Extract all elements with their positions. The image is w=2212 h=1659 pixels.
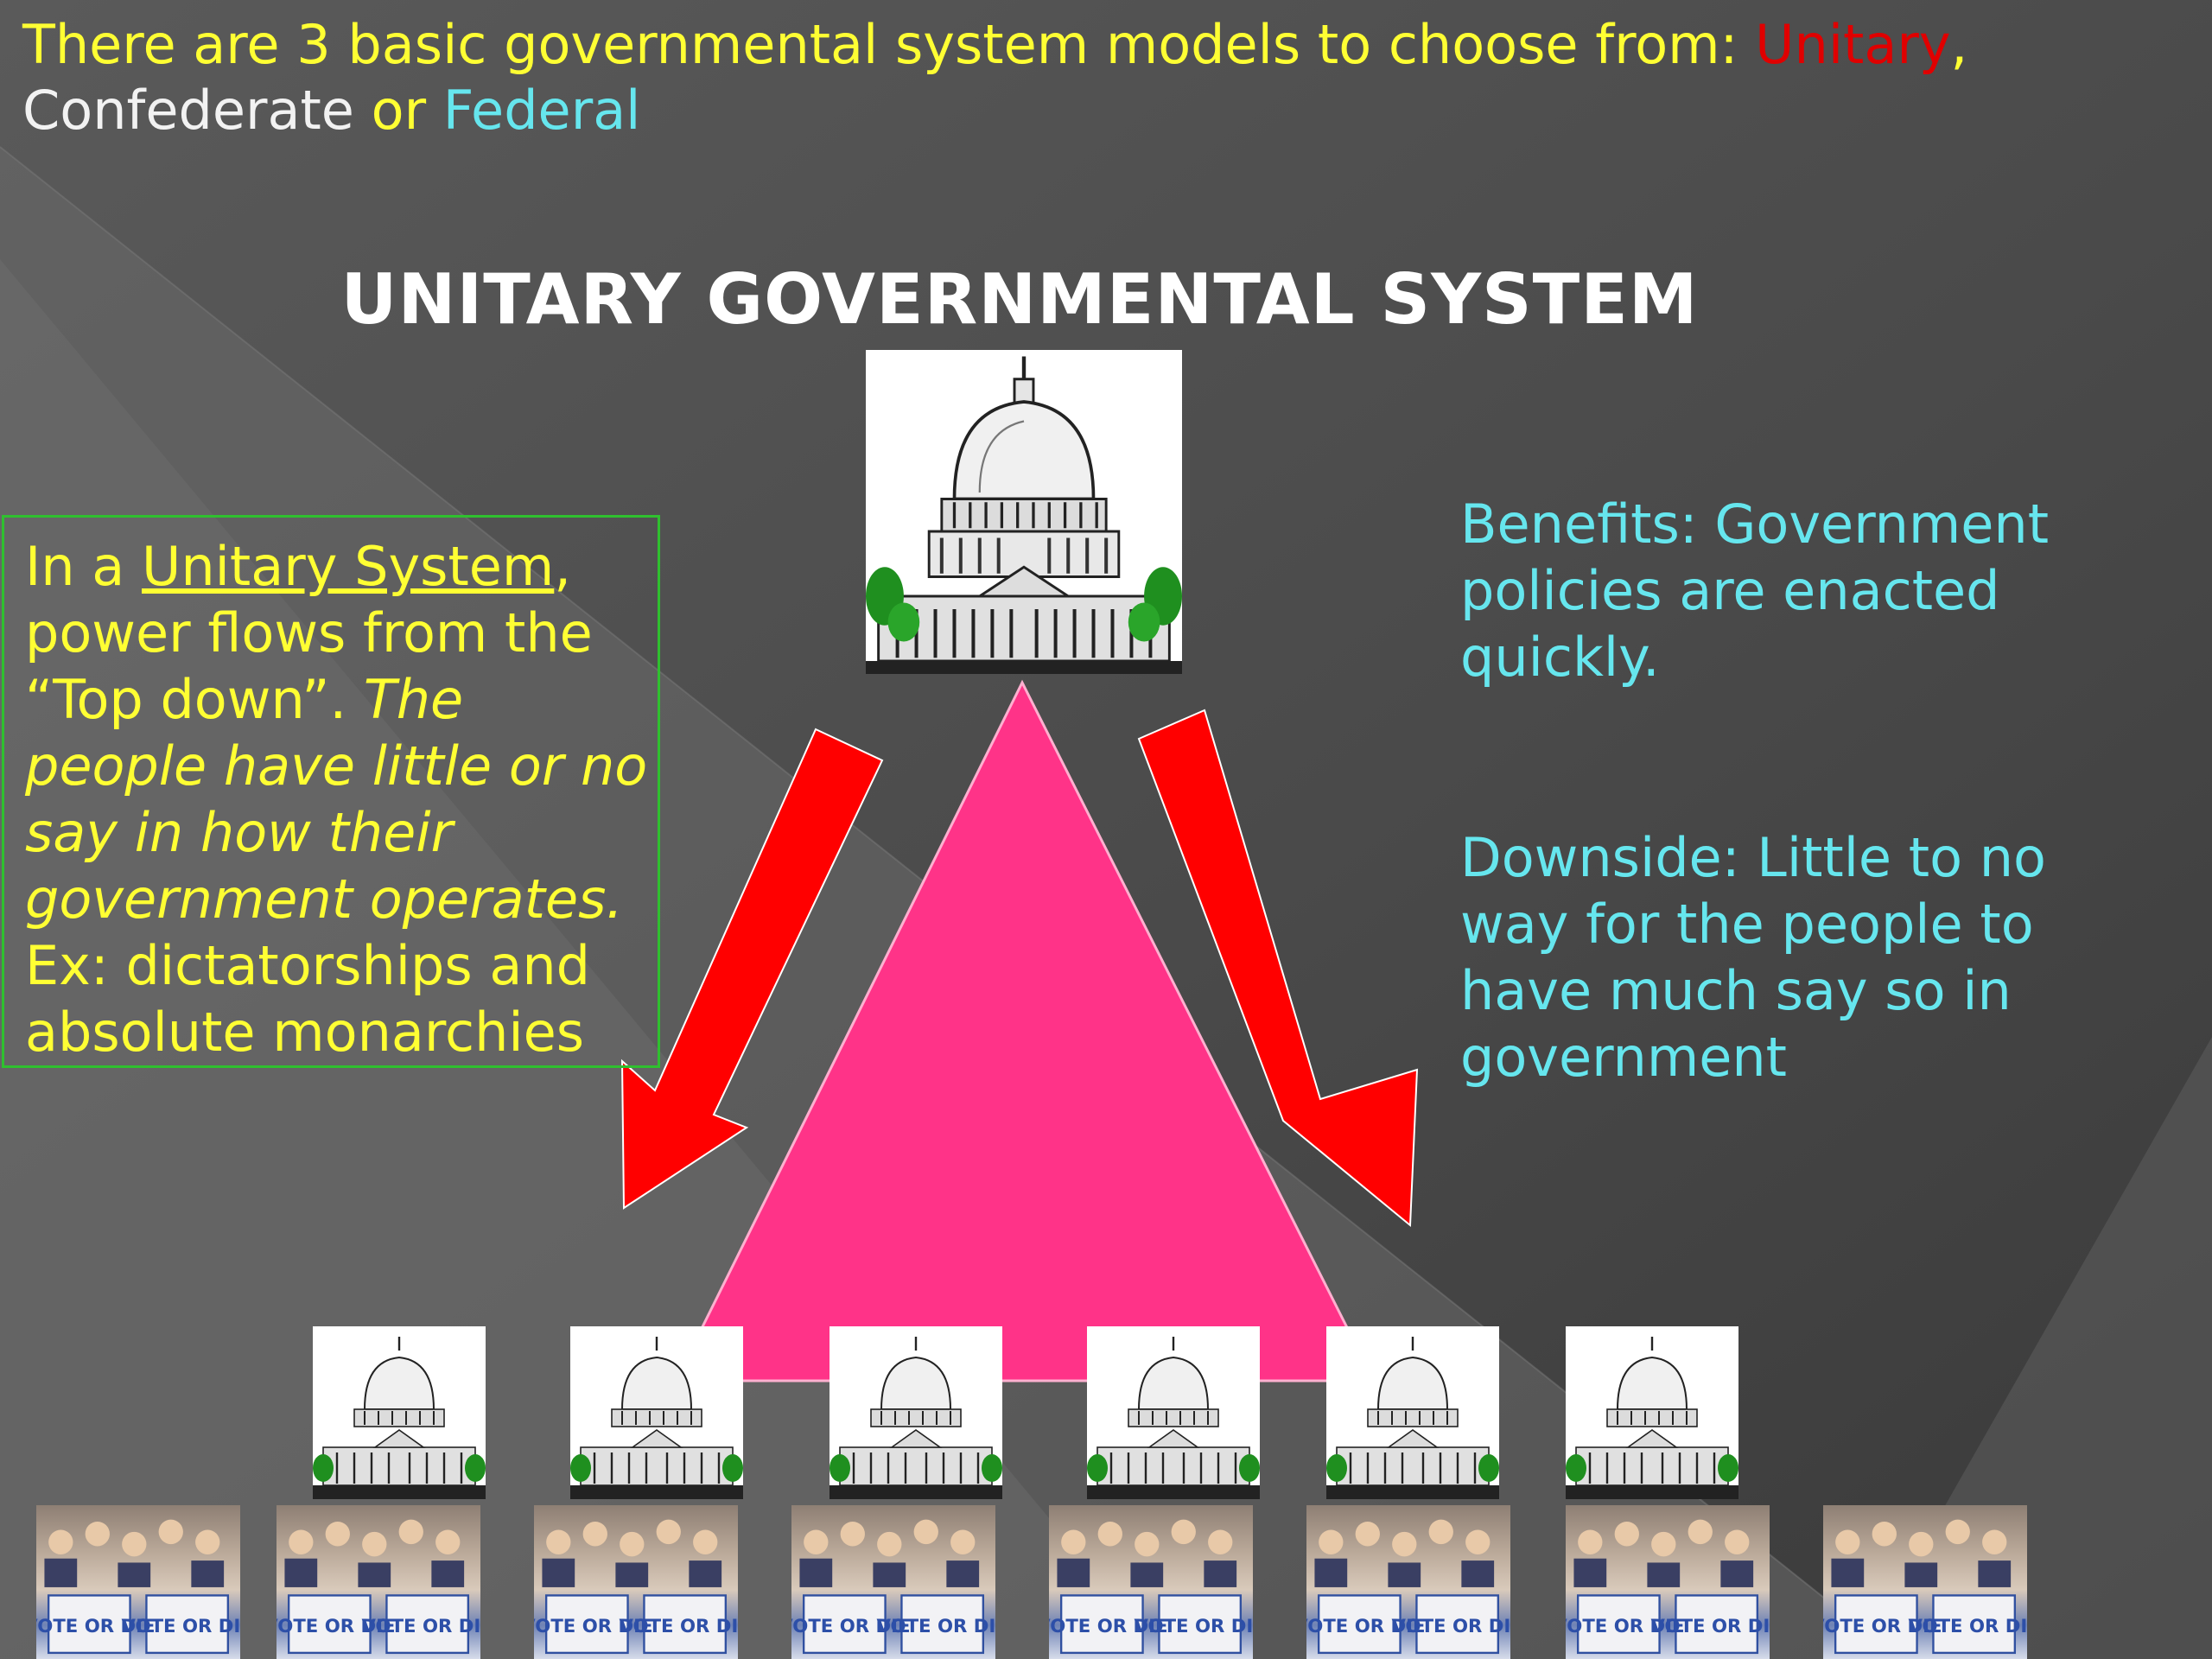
crowd-sign: VOTE OR DIE <box>1908 1616 2027 1637</box>
crowd-sign: VOTE OR DIE <box>1391 1616 1510 1637</box>
crowd-sign: VOTE OR DIE <box>1306 1616 1426 1637</box>
benefits-text: Benefits: Government policies are enacte… <box>1460 493 2050 689</box>
crowd-photo: VOTE OR DIE VOTE OR DIE <box>36 1505 240 1659</box>
intro-text: There are 3 basic governmental system mo… <box>22 12 2183 143</box>
capitol-building-icon <box>1326 1326 1499 1499</box>
capitol-building-icon <box>830 1326 1002 1499</box>
left-down-arrow <box>620 728 884 1210</box>
crowd-photo: VOTE OR DIE VOTE OR DIE <box>1049 1505 1253 1659</box>
crowd-sign: VOTE OR DIE <box>1566 1616 1685 1637</box>
crowd-sign: VOTE OR DIE <box>791 1616 911 1637</box>
crowd-sign: VOTE OR DIE <box>619 1616 738 1637</box>
slide-title: UNITARY GOVERNMENTAL SYSTEM <box>340 259 1699 340</box>
intro-or: or <box>353 79 443 142</box>
definition-italic: The people have little or no say in how … <box>25 668 648 931</box>
unitary-definition-box: In a Unitary System, power flows from th… <box>2 515 660 1068</box>
crowd-photo: VOTE OR DIE VOTE OR DIE <box>276 1505 480 1659</box>
crowd-sign: VOTE OR DIE <box>1049 1616 1168 1637</box>
crowd-sign: VOTE OR DIE <box>876 1616 995 1637</box>
capitol-building-icon <box>570 1326 743 1499</box>
intro-federal: Federal <box>442 79 641 142</box>
crowd-photo: VOTE OR DIE VOTE OR DIE <box>1823 1505 2027 1659</box>
crowd-sign: VOTE OR DIE <box>121 1616 240 1637</box>
crowd-sign: VOTE OR DIE <box>1134 1616 1253 1637</box>
capitol-building-icon <box>866 350 1182 674</box>
crowd-sign: VOTE OR DIE <box>36 1616 156 1637</box>
crowd-sign: VOTE OR DIE <box>534 1616 653 1637</box>
intro-confederate: Confederate <box>22 79 354 142</box>
crowd-photo: VOTE OR DIE VOTE OR DIE <box>1306 1505 1510 1659</box>
crowd-photo: VOTE OR DIE VOTE OR DIE <box>534 1505 738 1659</box>
intro-lead: There are 3 basic governmental system mo… <box>22 13 1756 76</box>
crowd-sign: VOTE OR DIE <box>361 1616 480 1637</box>
power-pyramid <box>673 679 1376 1382</box>
crowd-sign: VOTE OR DIE <box>1823 1616 1942 1637</box>
capitol-building-icon <box>1566 1326 1738 1499</box>
definition-term: Unitary System <box>142 535 555 598</box>
crowd-photo: VOTE OR DIE VOTE OR DIE <box>1566 1505 1770 1659</box>
downside-text: Downside: Little to no way for the peopl… <box>1460 826 2046 1089</box>
definition-lead: In a <box>25 535 142 598</box>
capitol-building-icon <box>1087 1326 1260 1499</box>
capitol-building-icon <box>313 1326 486 1499</box>
crowd-photo: VOTE OR DIE VOTE OR DIE <box>791 1505 995 1659</box>
right-down-arrow <box>1137 709 1419 1228</box>
crowd-sign: VOTE OR DIE <box>276 1616 396 1637</box>
definition-example: Ex: dictatorships and absolute monarchie… <box>25 934 590 1064</box>
intro-unitary: Unitary <box>1755 13 1951 76</box>
definition-body: , power flows from the “Top down”. <box>25 535 593 731</box>
intro-comma: , <box>1950 13 1968 76</box>
crowd-sign: VOTE OR DIE <box>1650 1616 1770 1637</box>
